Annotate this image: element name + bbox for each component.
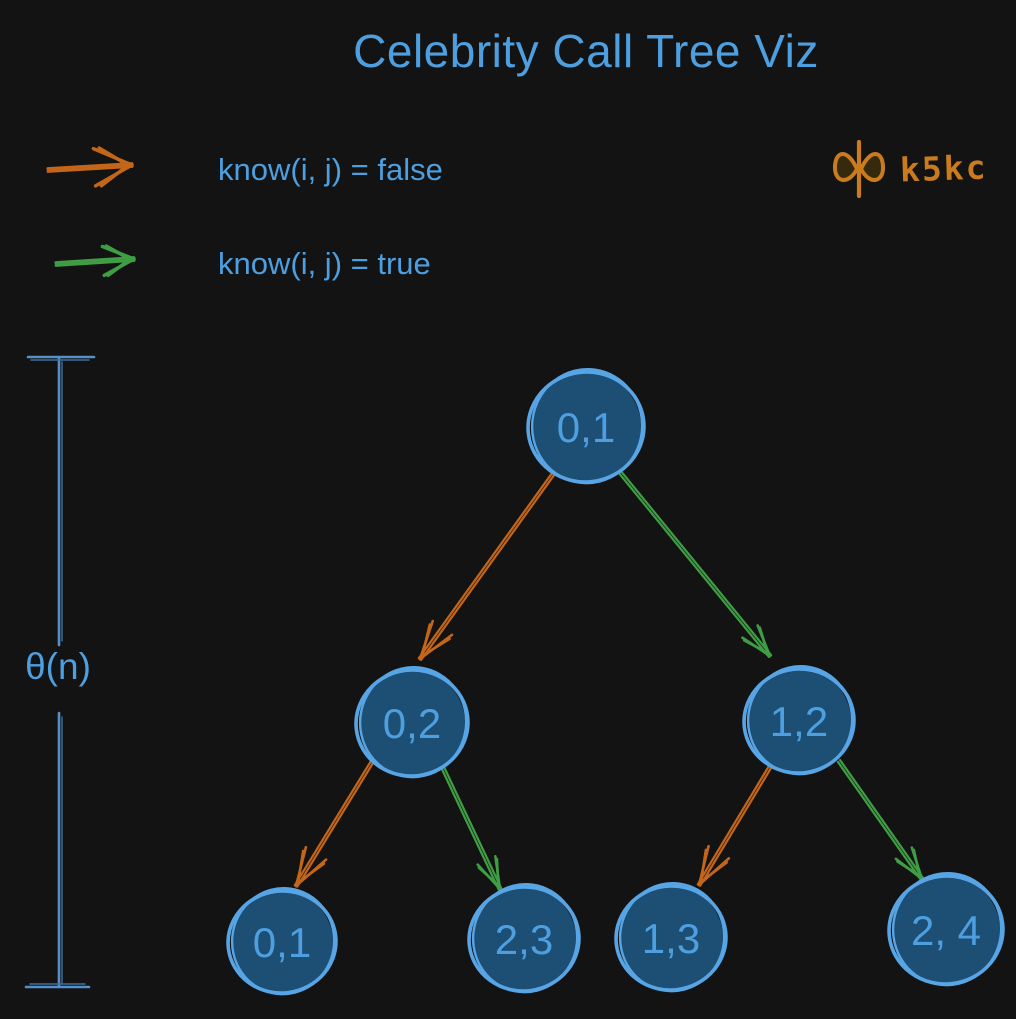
node-label: 0,1 [253, 919, 311, 966]
node-outline [614, 884, 728, 992]
node-outline [618, 881, 726, 993]
know-true-arrow [54, 244, 136, 278]
butterfly-logo-icon [832, 139, 886, 199]
tree-node: 1,3 [614, 881, 728, 993]
legend-item-know-true: know(i, j) = true [48, 238, 431, 290]
tree-node: 1,2 [742, 664, 856, 776]
tree-node: 2,3 [467, 882, 581, 994]
node-outline [887, 874, 1005, 986]
node-outline [354, 668, 470, 778]
complexity-label: θ(n) [25, 646, 91, 687]
node-outline [742, 667, 856, 775]
node-fill [231, 891, 333, 993]
node-label: 2, 4 [911, 907, 981, 954]
node-fill [619, 886, 723, 990]
node-label: 1,2 [770, 698, 828, 745]
node-label: 0,1 [557, 404, 615, 451]
know-false-arrow-icon [46, 146, 134, 188]
node-outline [226, 889, 338, 995]
node-outline [358, 665, 468, 779]
node-outline [530, 367, 644, 485]
page-title: Celebrity Call Tree Viz [353, 25, 819, 77]
complexity-bracket [24, 355, 96, 989]
edge-know-true [439, 764, 503, 891]
node-outline [230, 886, 336, 996]
edge-know-false [696, 760, 776, 887]
edge-know-true [616, 469, 773, 658]
node-fill [747, 669, 851, 773]
node-label: 1,3 [642, 915, 700, 962]
node-fill [892, 876, 1000, 984]
node-fill [359, 670, 465, 776]
node-fill [531, 372, 641, 482]
node-outline [746, 664, 854, 776]
watermark: k5kc [828, 134, 988, 202]
know-true-arrow-icon [54, 244, 136, 278]
legend-label-know-true: know(i, j) = true [218, 246, 431, 281]
node-label: 0,2 [383, 700, 441, 747]
node-label: 2,3 [495, 916, 553, 963]
know-false-arrow [46, 146, 134, 188]
legend-label-know-false: know(i, j) = false [218, 152, 443, 187]
edge-know-true [836, 759, 925, 881]
tree-node: 0,1 [526, 367, 646, 485]
edge-know-false [417, 468, 559, 661]
node-fill [472, 887, 576, 991]
tree-node: 2, 4 [887, 871, 1005, 987]
tree-node: 0,2 [354, 665, 470, 779]
tree-node: 0,1 [226, 886, 338, 996]
node-outline [471, 882, 579, 994]
legend-item-know-false: know(i, j) = false [42, 144, 443, 196]
node-outline [526, 370, 646, 484]
tree-edges [293, 468, 925, 891]
node-outline [891, 871, 1003, 987]
edge-know-false [293, 760, 375, 888]
node-outline [467, 885, 581, 993]
tree-nodes: 0,1 0,2 1,2 0,1 2,3 1,3 2, 4 [226, 367, 1005, 996]
